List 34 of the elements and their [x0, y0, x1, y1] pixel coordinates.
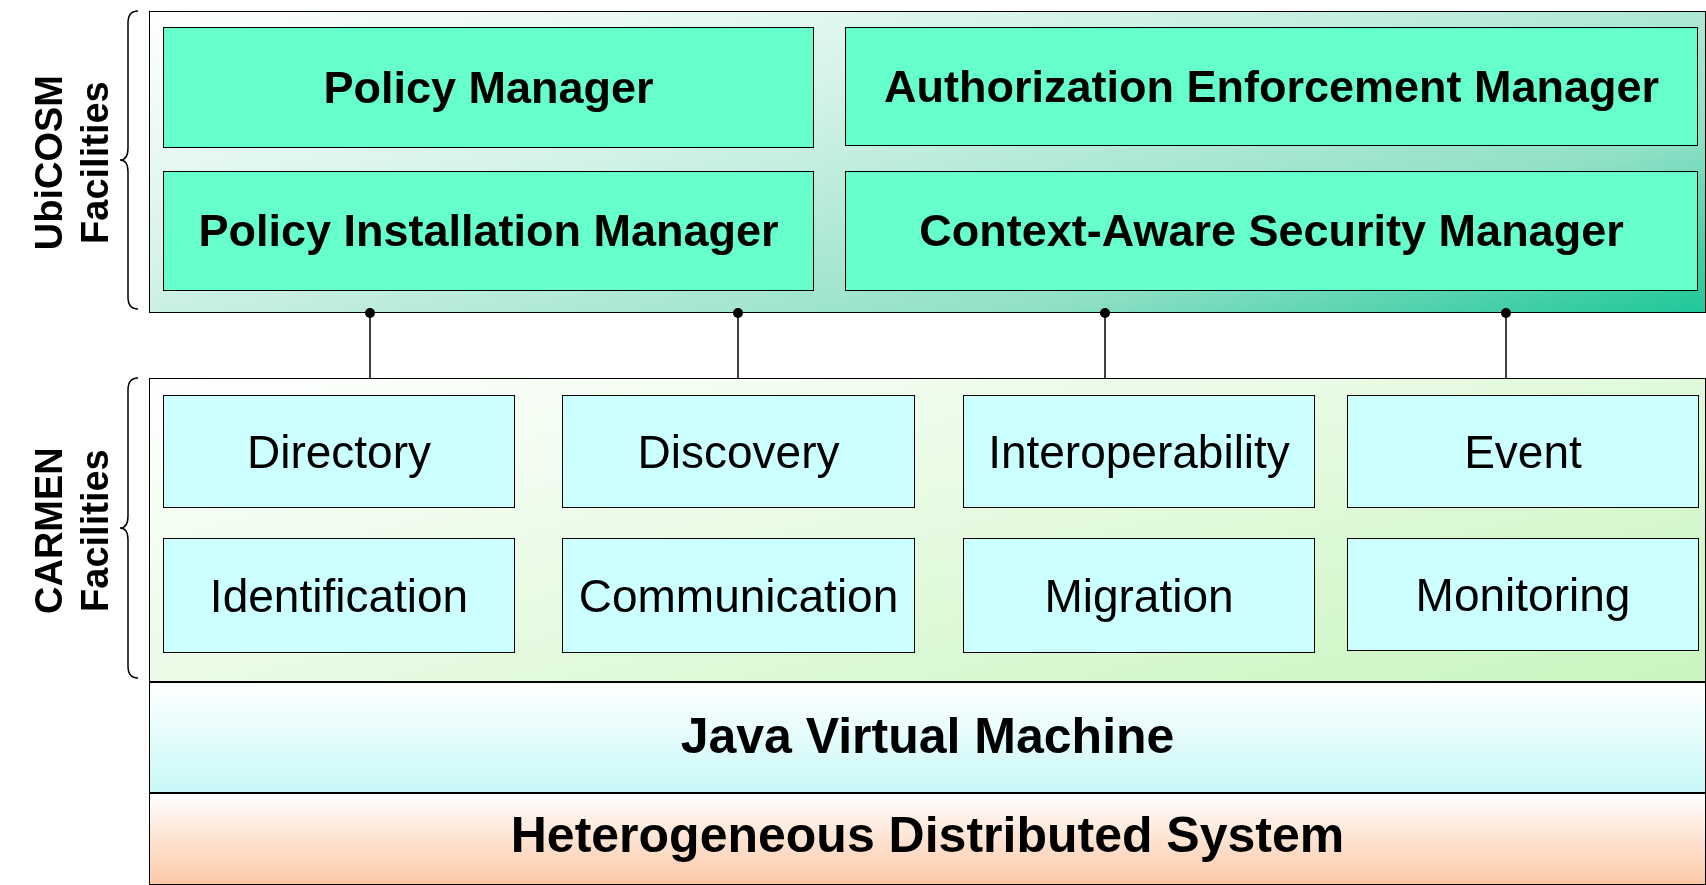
component-box — [562, 538, 915, 653]
component-box — [963, 395, 1315, 508]
component-label: Directory — [247, 424, 431, 479]
layer-band — [149, 682, 1706, 793]
component-box — [163, 27, 814, 148]
component-box — [163, 538, 515, 653]
component-label: Event — [1464, 424, 1582, 479]
layer-heading: CARMEN Facilities — [27, 446, 117, 616]
layer-band — [149, 793, 1706, 885]
component-label: Identification — [209, 568, 469, 623]
component-label: Java Virtual Machine — [680, 706, 1175, 765]
connector-line — [365, 308, 375, 379]
connector-line — [1501, 308, 1511, 379]
connector-line — [1100, 308, 1110, 379]
component-label: Policy Installation Manager — [198, 205, 779, 257]
component-label: Monitoring — [1415, 567, 1631, 622]
component-box — [1347, 395, 1699, 508]
component-label: Heterogeneous Distributed System — [510, 806, 1345, 864]
component-label: Interoperability — [988, 424, 1290, 479]
layer-heading: UbiCOSM Facilities — [27, 74, 117, 253]
component-label: Communication — [578, 568, 899, 623]
component-box — [562, 395, 915, 508]
component-box — [845, 171, 1698, 291]
component-label: Migration — [1044, 568, 1234, 623]
component-box — [163, 395, 515, 508]
component-label: Policy Manager — [323, 61, 654, 114]
component-label: Authorization Enforcement Manager — [883, 60, 1660, 113]
connector-line — [733, 308, 743, 379]
component-label: Context-Aware Security Manager — [919, 205, 1624, 257]
component-box — [845, 27, 1698, 146]
component-box — [963, 538, 1315, 653]
component-box — [163, 171, 814, 291]
component-label: Discovery — [637, 424, 840, 479]
component-box — [1347, 538, 1699, 651]
